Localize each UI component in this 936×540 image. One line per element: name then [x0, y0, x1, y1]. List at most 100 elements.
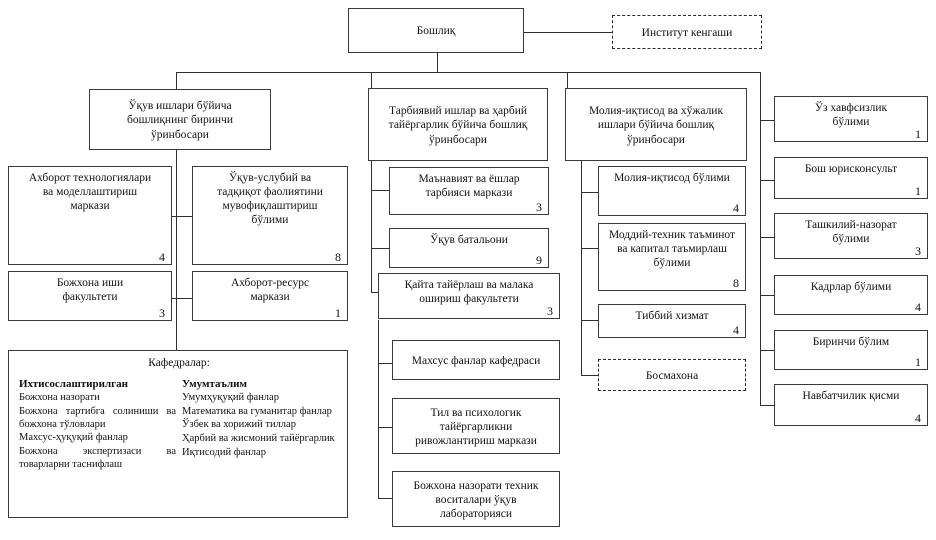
node-direct-unit-1-count: 1	[915, 127, 921, 141]
node-education-unit-6[interactable]: Божхона назорати техник воситалари ўқув …	[392, 471, 560, 527]
branch-direct-1	[760, 120, 774, 121]
kafedra-item: Махсус-ҳуқуқий фанлар	[19, 432, 128, 444]
kafedra-item: Иқтисодий фанлар	[182, 446, 266, 458]
node-direct-unit-5[interactable]: Биринчи бўлим 1	[774, 330, 928, 370]
connector-root-council	[523, 32, 613, 33]
node-education-unit-1-count: 3	[536, 200, 542, 214]
kafedra-item: Умумҳуқуқий фанлар	[182, 392, 279, 403]
branch-fin-4	[581, 375, 598, 376]
node-direct-unit-4[interactable]: Кадрлар бўлими 4	[774, 275, 928, 315]
node-finance-unit-2-count: 8	[733, 276, 739, 290]
node-direct-unit-3-label: Ташкилий-назорат бўлими	[805, 219, 897, 246]
branch-edu-6	[378, 498, 392, 499]
kafedralar-column-general: Умумтаълим Умумҳуқуқий фанлар Математика…	[182, 378, 339, 472]
connector-bus-direct	[760, 72, 761, 405]
node-deputy-finance-label: Молия-иқтисод ва хўжалик ишлари бўйича б…	[588, 105, 724, 146]
node-finance-unit-3-count: 4	[733, 323, 739, 337]
kafedra-item: Ўзбек ва хорижий тиллар	[182, 419, 296, 431]
node-finance-unit-1-label: Молия-иқтисод бўлими	[614, 172, 730, 184]
node-finance-unit-2-label: Моддий-техник таъминот ва капитал таъмир…	[608, 229, 736, 270]
node-direct-unit-2-label: Бош юрисконсульт	[804, 163, 898, 175]
branch-direct-3	[760, 237, 774, 238]
node-academic-unit-3[interactable]: Божхона иши факультети 3	[8, 271, 172, 321]
kafedra-item: Ҳарбий ва жисмоний тайёргарлик	[182, 432, 335, 444]
node-academic-unit-2-count: 8	[335, 250, 341, 264]
node-academic-unit-4-label: Ахборот-ресурс маркази	[230, 277, 310, 304]
connector-bus-academic	[176, 72, 177, 90]
node-direct-unit-1[interactable]: Ўз хавфсизлик бўлими 1	[774, 96, 928, 142]
node-education-unit-6-label: Божхона назорати техник воситалари ўқув …	[413, 479, 539, 520]
node-direct-unit-3[interactable]: Ташкилий-назорат бўлими 3	[774, 213, 928, 259]
branch-academic-1-right	[176, 216, 192, 217]
branch-edu-5	[378, 427, 392, 428]
node-academic-unit-1-count: 4	[159, 250, 165, 264]
node-academic-unit-2[interactable]: Ўқув-услубий ва тадқиқот фаолиятини муво…	[192, 166, 348, 265]
node-finance-unit-3[interactable]: Тиббий хизмат 4	[598, 304, 746, 338]
connector-root-down	[437, 52, 438, 72]
node-direct-unit-6[interactable]: Навбатчилик қисми 4	[774, 384, 928, 426]
branch-edu-1	[371, 190, 389, 191]
node-academic-unit-3-count: 3	[159, 306, 165, 320]
node-education-unit-3[interactable]: Қайта тайёрлаш ва малака ошириш факульте…	[378, 273, 560, 319]
node-education-unit-5-label: Тил ва психологик тайёргарликни ривожлан…	[415, 406, 537, 447]
connector-bus-finance	[567, 72, 568, 88]
branch-academic-2-right	[176, 298, 192, 299]
node-education-unit-3-label: Қайта тайёрлаш ва малака ошириш факульте…	[404, 279, 534, 306]
node-finance-unit-4[interactable]: Босмахона	[598, 359, 746, 391]
node-finance-unit-4-label: Босмахона	[645, 369, 699, 382]
node-academic-unit-1[interactable]: Ахборот технологиялари ва моделлаштириш …	[8, 166, 172, 265]
node-education-unit-2[interactable]: Ўқув батальони 9	[389, 228, 549, 268]
node-education-unit-5[interactable]: Тил ва психологик тайёргарликни ривожлан…	[392, 398, 560, 454]
node-academic-unit-1-label: Ахборот технологиялари ва моделлаштириш …	[28, 172, 152, 213]
branch-direct-5	[760, 350, 774, 351]
node-education-unit-3-count: 3	[547, 304, 553, 318]
kafedra-item: Математика ва гуманитар фанлар	[182, 405, 332, 417]
node-education-unit-4-label: Махсус фанлар кафедраси	[411, 354, 541, 367]
branch-edu-4	[378, 363, 392, 364]
node-academic-unit-3-label: Божхона иши факультети	[56, 277, 124, 304]
node-direct-unit-2-count: 1	[915, 184, 921, 198]
node-academic-unit-2-label: Ўқув-услубий ва тадқиқот фаолиятини муво…	[217, 172, 323, 227]
node-kafedralar[interactable]: Кафедралар: Ихтисослаштирилган Божхона н…	[8, 350, 348, 518]
spine-academic-kafedra	[176, 320, 177, 350]
node-direct-unit-2[interactable]: Бош юрисконсульт 1	[774, 157, 928, 199]
node-direct-unit-4-count: 4	[915, 300, 921, 314]
branch-fin-1	[581, 192, 598, 193]
spine-finance	[581, 160, 582, 375]
spine-academic	[176, 150, 177, 350]
node-academic-unit-4-count: 1	[335, 306, 341, 320]
node-institute-council[interactable]: Институт кенгаши	[612, 15, 762, 49]
kafedralar-column-general-head: Умумтаълим	[182, 378, 247, 390]
kafedra-item: Божхона тартибга солиниши ва божхона тўл…	[19, 405, 176, 430]
node-root[interactable]: Бошлиқ	[348, 8, 524, 53]
node-education-unit-4[interactable]: Махсус фанлар кафедраси	[392, 340, 560, 380]
node-root-label: Бошлиқ	[416, 25, 456, 38]
node-direct-unit-6-label: Навбатчилик қисми	[802, 390, 900, 402]
branch-direct-4	[760, 295, 774, 296]
node-direct-unit-3-count: 3	[915, 244, 921, 258]
node-deputy-education-label: Тарбиявий ишлар ва ҳарбий тайёргарлик бў…	[388, 105, 528, 146]
node-education-unit-1-label: Маънавият ва ёшлар тарбияси маркази	[418, 173, 520, 200]
node-deputy-finance[interactable]: Молия-иқтисод ва хўжалик ишлари бўйича б…	[565, 88, 747, 161]
node-direct-unit-5-label: Биринчи бўлим	[812, 336, 890, 348]
node-finance-unit-1-count: 4	[733, 201, 739, 215]
node-direct-unit-5-count: 1	[915, 355, 921, 369]
branch-fin-2	[581, 248, 598, 249]
node-deputy-academic-label: Ўқув ишлари бўйича бошлиқнинг биринчи ўр…	[127, 100, 233, 141]
node-academic-unit-4[interactable]: Ахборот-ресурс маркази 1	[192, 271, 348, 321]
node-education-unit-2-count: 9	[536, 253, 542, 267]
kafedralar-column-specialized-head: Ихтисослаштирилган	[19, 378, 128, 390]
branch-fin-3	[581, 320, 598, 321]
connector-main-bus	[176, 72, 761, 73]
node-direct-unit-6-count: 4	[915, 411, 921, 425]
spine-education-lower	[378, 320, 379, 498]
node-finance-unit-2[interactable]: Моддий-техник таъминот ва капитал таъмир…	[598, 223, 746, 291]
node-deputy-academic[interactable]: Ўқув ишлари бўйича бошлиқнинг биринчи ўр…	[89, 89, 271, 150]
node-institute-council-label: Институт кенгаши	[641, 26, 733, 39]
kafedralar-column-specialized: Ихтисослаштирилган Божхона назорати Божх…	[19, 378, 176, 472]
node-deputy-education[interactable]: Тарбиявий ишлар ва ҳарбий тайёргарлик бў…	[368, 88, 548, 161]
node-education-unit-1[interactable]: Маънавият ва ёшлар тарбияси маркази 3	[389, 167, 549, 215]
spine-education-upper	[371, 160, 372, 292]
node-finance-unit-1[interactable]: Молия-иқтисод бўлими 4	[598, 166, 746, 216]
